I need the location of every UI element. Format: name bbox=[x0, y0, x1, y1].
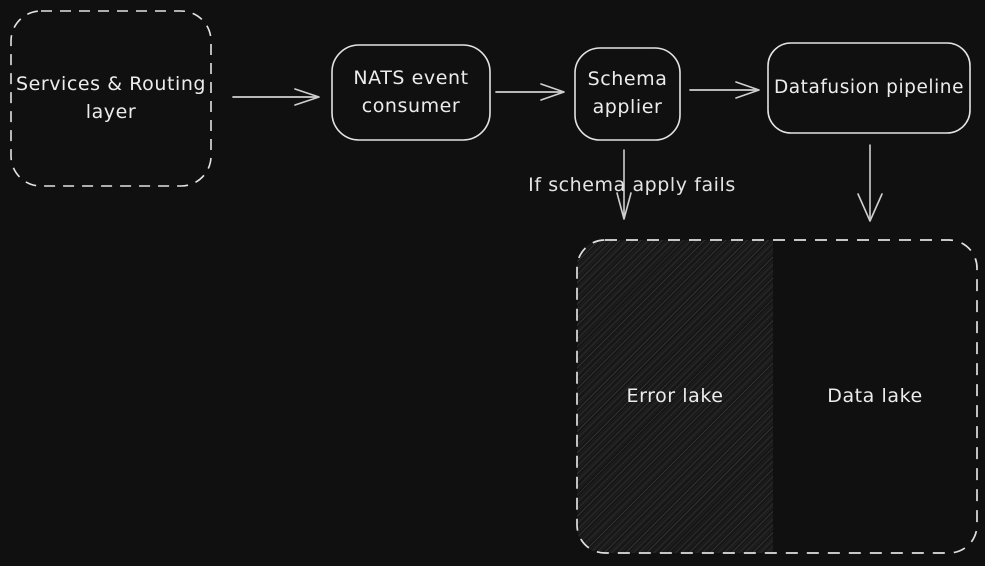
fail-condition-annotation: If schema apply fails bbox=[528, 174, 736, 196]
services-routing-label: Services & Routing layer bbox=[15, 72, 207, 123]
data-lake-label: Data lake bbox=[827, 384, 923, 407]
arrow-datafusion-to-data-lake bbox=[857, 144, 883, 222]
arrow-services-to-nats bbox=[232, 88, 320, 106]
datafusion-pipeline-label: Datafusion pipeline bbox=[773, 76, 965, 98]
schema-applier-label: Schema applier bbox=[587, 68, 668, 118]
arrow-nats-to-schema bbox=[495, 83, 565, 101]
error-lake-label: Error lake bbox=[626, 384, 724, 407]
arrow-schema-to-datafusion bbox=[689, 81, 760, 99]
nats-consumer-label: NATS event consumer bbox=[353, 66, 469, 117]
